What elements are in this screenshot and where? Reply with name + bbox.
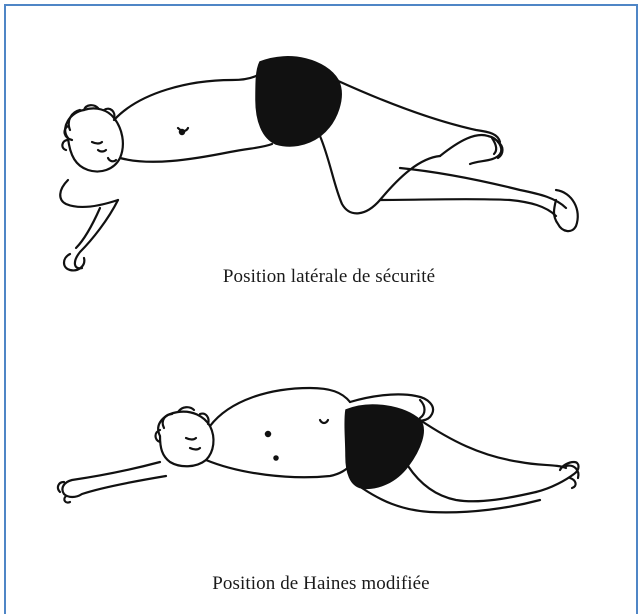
recovery-position-drawing xyxy=(0,40,642,275)
haines-position-caption: Position de Haines modifiée xyxy=(0,573,642,595)
haines-position-figure xyxy=(0,370,642,540)
recovery-position-figure xyxy=(0,40,642,275)
recovery-position-caption: Position latérale de sécurité xyxy=(8,266,642,288)
haines-position-drawing xyxy=(0,370,642,540)
